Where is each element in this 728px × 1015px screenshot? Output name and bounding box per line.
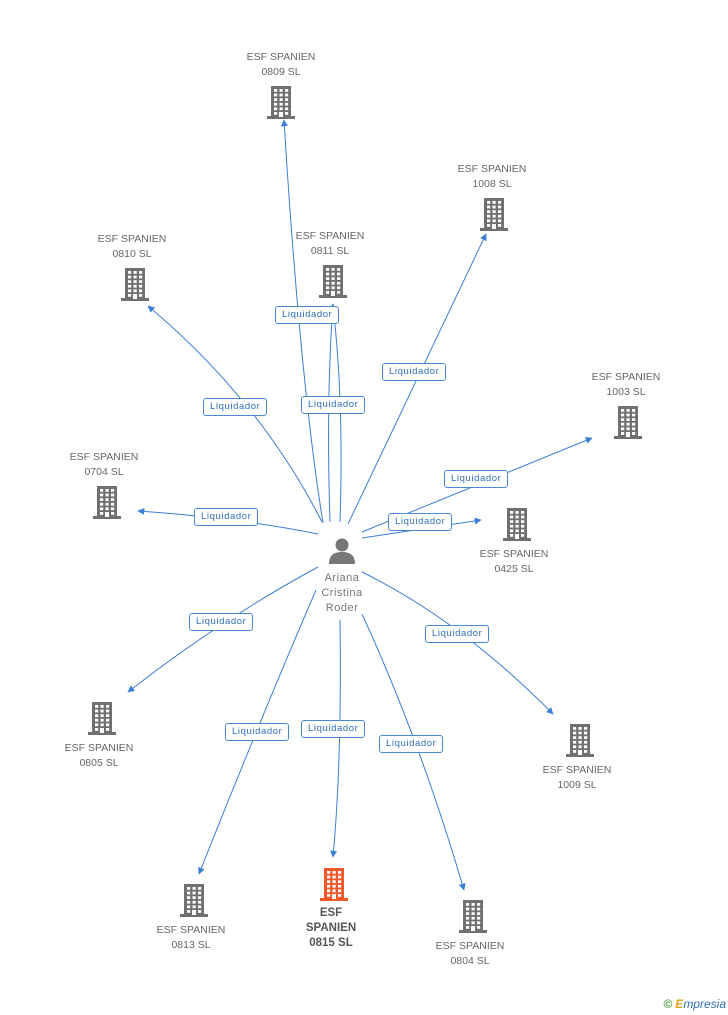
edge-role-label[interactable]: Liquidador (225, 723, 290, 741)
edge-role-label[interactable]: Liquidador (189, 613, 254, 631)
company-name: ESF SPANIEN 0425 SL (454, 547, 574, 577)
person-name-line-2: Cristina (321, 587, 363, 599)
building-icon (614, 406, 642, 439)
company-name-line: 1008 SL (472, 178, 512, 190)
building-icon (503, 508, 531, 541)
building-icon (180, 884, 208, 917)
edge-role-label[interactable]: Liquidador (301, 720, 366, 738)
building-icon (566, 724, 594, 757)
company-name: ESF SPANIEN 1009 SL (517, 763, 637, 793)
building-icon (320, 868, 348, 901)
building-icon (267, 86, 295, 119)
edge-role-label[interactable]: Liquidador (301, 396, 366, 414)
company-name-line: ESF SPANIEN (542, 764, 612, 776)
company-name-line: 1003 SL (606, 386, 646, 398)
copyright-symbol: © (663, 997, 673, 1011)
company-name: ESF SPANIEN 1008 SL (432, 162, 552, 192)
company-name-line: ESF SPANIEN (156, 924, 226, 936)
company-name: ESF SPANIEN 0805 SL (39, 741, 159, 771)
company-name-line: 0811 SL (310, 245, 350, 257)
edge-line (280, 119, 324, 524)
company-name-line: ESF SPANIEN (246, 51, 316, 63)
building-icon (121, 268, 149, 301)
company-name-line: 0804 SL (450, 955, 490, 967)
company-name: ESF SPANIEN 0809 SL (221, 50, 341, 80)
person-name-line-1: Ariana (324, 572, 360, 584)
brand-initial: E (675, 997, 684, 1011)
edge-line (330, 305, 342, 523)
company-name-line: 0704 SL (84, 466, 124, 478)
company-name-line: ESF SPANIEN (457, 163, 527, 175)
building-icon (480, 198, 508, 231)
company-name-line: ESF SPANIEN (435, 940, 505, 952)
person-name: Ariana Cristina Roder (302, 571, 382, 616)
person-icon (329, 538, 355, 564)
company-name-line: ESF SPANIEN (64, 742, 134, 754)
company-name-line: ESF SPANIEN (295, 230, 365, 242)
company-name-line: ESF SPANIEN (69, 451, 139, 463)
building-icon (459, 900, 487, 933)
company-name: ESF SPANIEN 0815 SL (271, 906, 391, 951)
company-name-line: ESF (319, 907, 343, 919)
edge-line (361, 571, 554, 715)
company-name-line: 0805 SL (79, 757, 119, 769)
company-name-line: ESF SPANIEN (479, 548, 549, 560)
building-icon (93, 486, 121, 519)
company-name-line: 0425 SL (494, 563, 534, 575)
company-name: ESF SPANIEN 0804 SL (410, 939, 530, 969)
company-name: ESF SPANIEN 0811 SL (270, 229, 390, 259)
edge-role-label[interactable]: Liquidador (194, 508, 259, 526)
edge-role-label[interactable]: Liquidador (382, 363, 447, 381)
building-icon (88, 702, 116, 735)
company-name: ESF SPANIEN 0704 SL (44, 450, 164, 480)
edge-role-label[interactable]: Liquidador (388, 513, 453, 531)
company-name-line: SPANIEN (305, 922, 357, 934)
company-name: ESF SPANIEN 0810 SL (72, 232, 192, 262)
edge-line (330, 619, 341, 858)
edge-role-label[interactable]: Liquidador (379, 735, 444, 753)
company-name-line: 0815 SL (309, 937, 353, 949)
brand-logo: ©Empresia (663, 997, 726, 1011)
company-name: ESF SPANIEN 0813 SL (131, 923, 251, 953)
edge-role-label[interactable]: Liquidador (275, 306, 340, 324)
company-name: ESF SPANIEN 1003 SL (566, 370, 686, 400)
company-name-line: 0809 SL (261, 66, 301, 78)
edge-role-label[interactable]: Liquidador (203, 398, 268, 416)
edge-role-label[interactable]: Liquidador (425, 625, 490, 643)
company-name-line: ESF SPANIEN (591, 371, 661, 383)
company-name-line: 0813 SL (171, 939, 211, 951)
company-name-line: ESF SPANIEN (97, 233, 167, 245)
brand-name: mpresia (683, 997, 726, 1011)
building-icon (319, 265, 347, 298)
person-name-line-3: Roder (325, 602, 359, 614)
company-name-line: 1009 SL (557, 779, 597, 791)
edge-role-label[interactable]: Liquidador (444, 470, 509, 488)
company-name-line: 0810 SL (112, 248, 152, 260)
